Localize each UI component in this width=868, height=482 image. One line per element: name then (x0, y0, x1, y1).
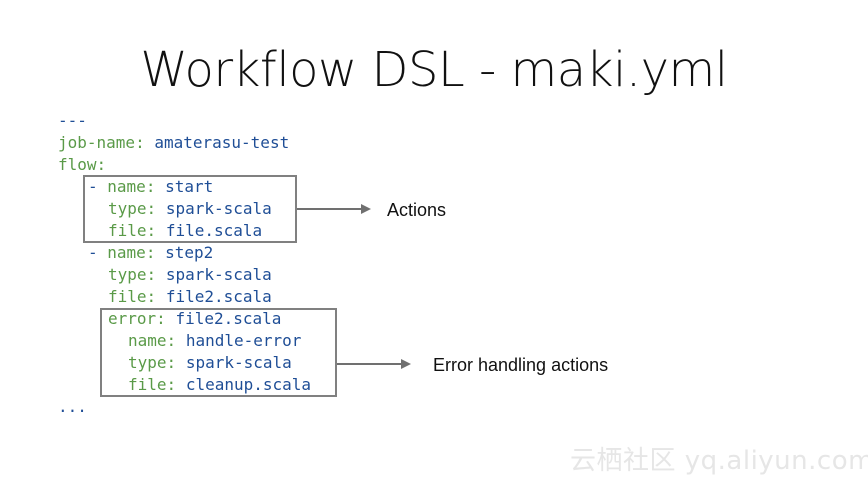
code-dash: - (88, 243, 98, 262)
code-key: name: (107, 177, 156, 196)
code-value: amaterasu-test (154, 133, 290, 152)
code-key: file: (108, 221, 157, 240)
code-line-error: error: file2.scala (108, 308, 281, 330)
code-line-error-file: file: cleanup.scala (128, 374, 311, 396)
code-line-job-name: job-name: amaterasu-test (58, 132, 289, 154)
code-value: step2 (165, 243, 214, 262)
code-value: start (165, 177, 214, 196)
code-line-ellipsis: ... (58, 397, 87, 416)
code-line-action2-type: type: spark-scala (108, 264, 272, 286)
code-key: type: (108, 265, 157, 284)
code-value: spark-scala (185, 353, 292, 372)
code-key: file: (128, 375, 177, 394)
code-key: type: (128, 353, 177, 372)
code-line-action2-file: file: file2.scala (108, 286, 272, 308)
code-value: spark-scala (165, 199, 272, 218)
actions-arrow-icon (297, 204, 371, 214)
code-key: file: (108, 287, 157, 306)
code-key: job-name: (58, 133, 145, 152)
code-line-error-type: type: spark-scala (128, 352, 292, 374)
code-line-error-name: name: handle-error (128, 330, 301, 352)
code-line-action1-type: type: spark-scala (108, 198, 272, 220)
code-value: handle-error (185, 331, 302, 350)
slide-title: Workflow DSL - maki.yml (140, 42, 728, 98)
code-value: file2.scala (175, 309, 282, 328)
code-line-separator: --- (58, 111, 87, 130)
code-key: error: (108, 309, 166, 328)
error-actions-arrow-icon (337, 359, 411, 369)
code-key: flow: (58, 155, 107, 174)
code-line-action2-name: - name: step2 (88, 242, 213, 264)
error-actions-highlight-box (100, 308, 337, 397)
code-dash: - (88, 177, 98, 196)
code-line-action1-name: - name: start (88, 176, 213, 198)
error-actions-label: Error handling actions (433, 355, 609, 375)
code-value: spark-scala (165, 265, 272, 284)
code-value: file.scala (165, 221, 263, 240)
code-key: name: (107, 243, 156, 262)
actions-highlight-box (83, 175, 297, 243)
code-key: type: (108, 199, 157, 218)
code-line-flow: flow: (58, 154, 106, 176)
code-value: cleanup.scala (185, 375, 312, 394)
code-value: file2.scala (165, 287, 272, 306)
actions-label: Actions (387, 200, 447, 220)
code-line-action1-file: file: file.scala (108, 220, 262, 242)
code-key: name: (128, 331, 177, 350)
watermark: 云栖社区 yq.aliyun.com (570, 446, 868, 476)
